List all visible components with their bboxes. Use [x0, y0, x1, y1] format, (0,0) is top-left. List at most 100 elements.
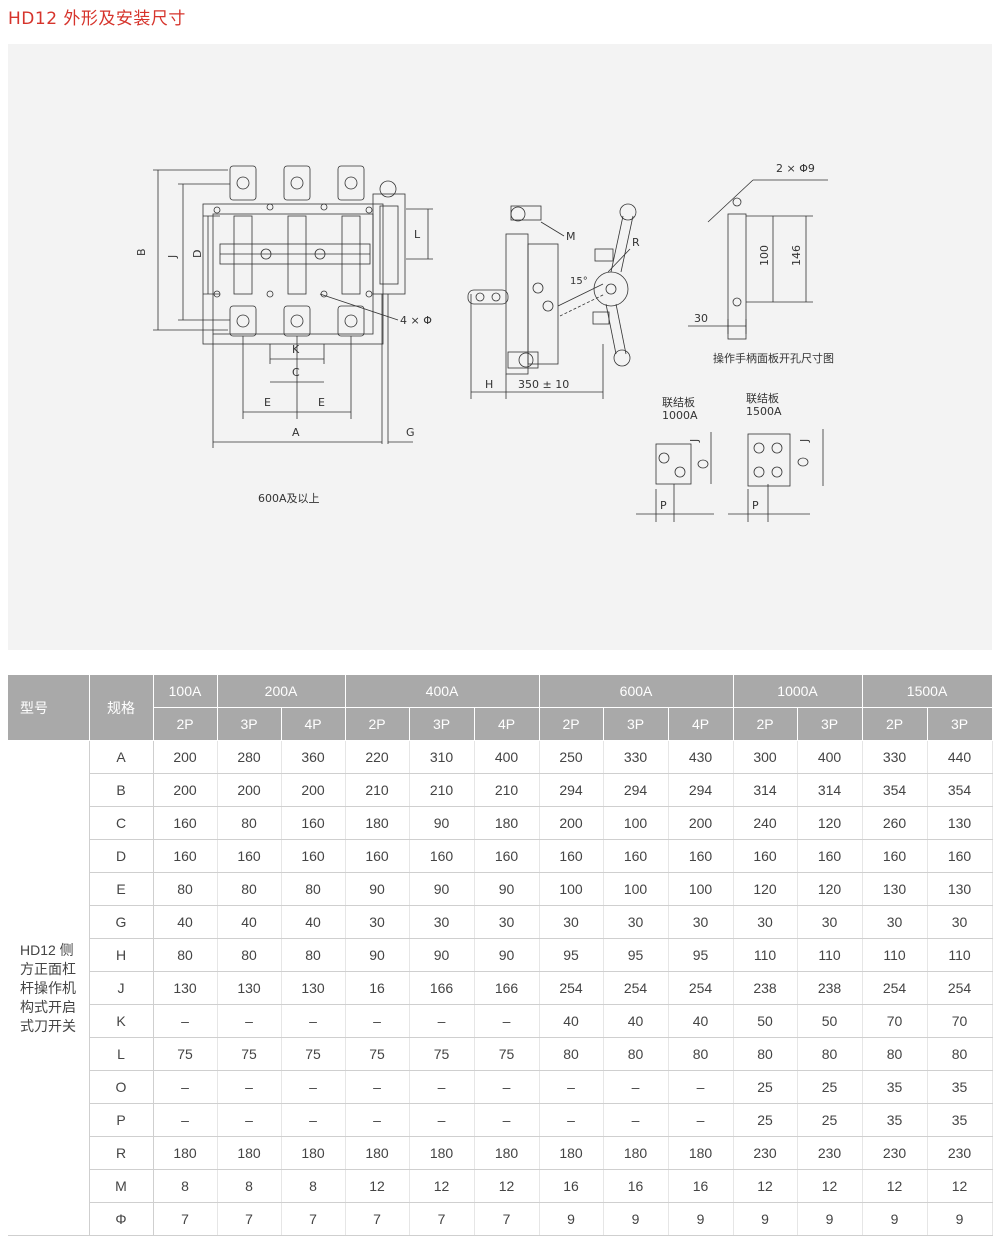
model-name-cell: HD12 侧方正面杠杆操作机构式开启式刀开关 — [8, 740, 90, 1236]
value-cell: 80 — [217, 872, 282, 906]
value-cell: 30 — [474, 905, 540, 939]
value-cell: 354 — [927, 773, 993, 807]
value-cell: 50 — [797, 1004, 863, 1038]
value-cell: 40 — [603, 1004, 669, 1038]
value-cell: 90 — [474, 938, 540, 972]
header-pole: 2P — [862, 707, 928, 741]
link-1000-dim-p: P — [660, 499, 667, 512]
value-cell: 180 — [603, 1136, 669, 1170]
value-cell: – — [668, 1070, 734, 1104]
value-cell: 90 — [345, 938, 410, 972]
panel-dim-30: 30 — [694, 312, 708, 325]
value-cell: 100 — [603, 806, 669, 840]
link-plate-1500a — [728, 429, 824, 522]
handle-panel-cutout — [688, 179, 828, 340]
value-cell: 180 — [474, 1136, 540, 1170]
spec-name-cell: G — [89, 905, 154, 939]
value-cell: 16 — [539, 1169, 604, 1203]
value-cell: 280 — [217, 740, 282, 774]
switch-front-view — [202, 165, 406, 444]
model-name-line: 式刀开关 — [20, 1017, 76, 1034]
value-cell: 9 — [927, 1202, 993, 1236]
header-pole: 4P — [281, 707, 346, 741]
spec-name-cell: M — [89, 1169, 154, 1203]
link-1500-dim-p: P — [752, 499, 759, 512]
spec-name-cell: Φ — [89, 1202, 154, 1236]
value-cell: 25 — [733, 1070, 798, 1104]
spec-name-cell: B — [89, 773, 154, 807]
value-cell: 360 — [281, 740, 346, 774]
value-cell: 7 — [345, 1202, 410, 1236]
value-cell: 110 — [797, 938, 863, 972]
value-cell: – — [409, 1070, 475, 1104]
dim-a-label: A — [292, 426, 300, 439]
value-cell: 80 — [862, 1037, 928, 1071]
value-cell: 12 — [733, 1169, 798, 1203]
value-cell: 400 — [797, 740, 863, 774]
value-cell: 80 — [281, 938, 346, 972]
holes-note: 4 × Φ — [400, 314, 432, 327]
value-cell: 110 — [927, 938, 993, 972]
value-cell: 160 — [927, 839, 993, 873]
value-cell: 180 — [474, 806, 540, 840]
value-cell: 75 — [345, 1037, 410, 1071]
value-cell: 200 — [281, 773, 346, 807]
value-cell: – — [217, 1070, 282, 1104]
value-cell: 80 — [603, 1037, 669, 1071]
value-cell: 238 — [733, 971, 798, 1005]
value-cell: 90 — [345, 872, 410, 906]
value-cell: 70 — [927, 1004, 993, 1038]
spec-name-cell: L — [89, 1037, 154, 1071]
value-cell: 7 — [409, 1202, 475, 1236]
value-cell: 160 — [153, 839, 218, 873]
value-cell: 354 — [862, 773, 928, 807]
value-cell: – — [345, 1004, 410, 1038]
value-cell: 25 — [733, 1103, 798, 1137]
value-cell: 180 — [409, 1136, 475, 1170]
value-cell: 40 — [217, 905, 282, 939]
header-pole: 2P — [733, 707, 798, 741]
value-cell: 80 — [927, 1037, 993, 1071]
value-cell: 260 — [862, 806, 928, 840]
dim-d-label: D — [191, 250, 204, 258]
dim-j-label: J — [166, 255, 179, 259]
value-cell: – — [153, 1070, 218, 1104]
value-cell: 100 — [539, 872, 604, 906]
value-cell: 314 — [733, 773, 798, 807]
value-cell: 35 — [862, 1103, 928, 1137]
value-cell: 294 — [668, 773, 734, 807]
value-cell: – — [281, 1070, 346, 1104]
value-cell: 75 — [217, 1037, 282, 1071]
header-pole: 2P — [345, 707, 410, 741]
value-cell: 80 — [217, 938, 282, 972]
spec-name-cell: E — [89, 872, 154, 906]
value-cell: – — [539, 1103, 604, 1137]
page-title: HD12 外形及安装尺寸 — [8, 9, 186, 29]
value-cell: 180 — [539, 1136, 604, 1170]
value-cell: 70 — [862, 1004, 928, 1038]
value-cell: – — [345, 1070, 410, 1104]
spec-name-cell: J — [89, 971, 154, 1005]
dim-k-label: K — [292, 343, 300, 356]
value-cell: 160 — [797, 839, 863, 873]
value-cell: 90 — [409, 806, 475, 840]
model-name-line: 方正面杠 — [20, 960, 76, 977]
value-cell: 160 — [153, 806, 218, 840]
value-cell: 160 — [217, 839, 282, 873]
value-cell: 130 — [862, 872, 928, 906]
spec-name-cell: D — [89, 839, 154, 873]
value-cell: 9 — [797, 1202, 863, 1236]
dim-e-right-label: E — [318, 396, 325, 409]
header-pole: 3P — [217, 707, 282, 741]
header-spec: 规格 — [89, 675, 154, 741]
value-cell: 80 — [281, 872, 346, 906]
value-cell: 430 — [668, 740, 734, 774]
